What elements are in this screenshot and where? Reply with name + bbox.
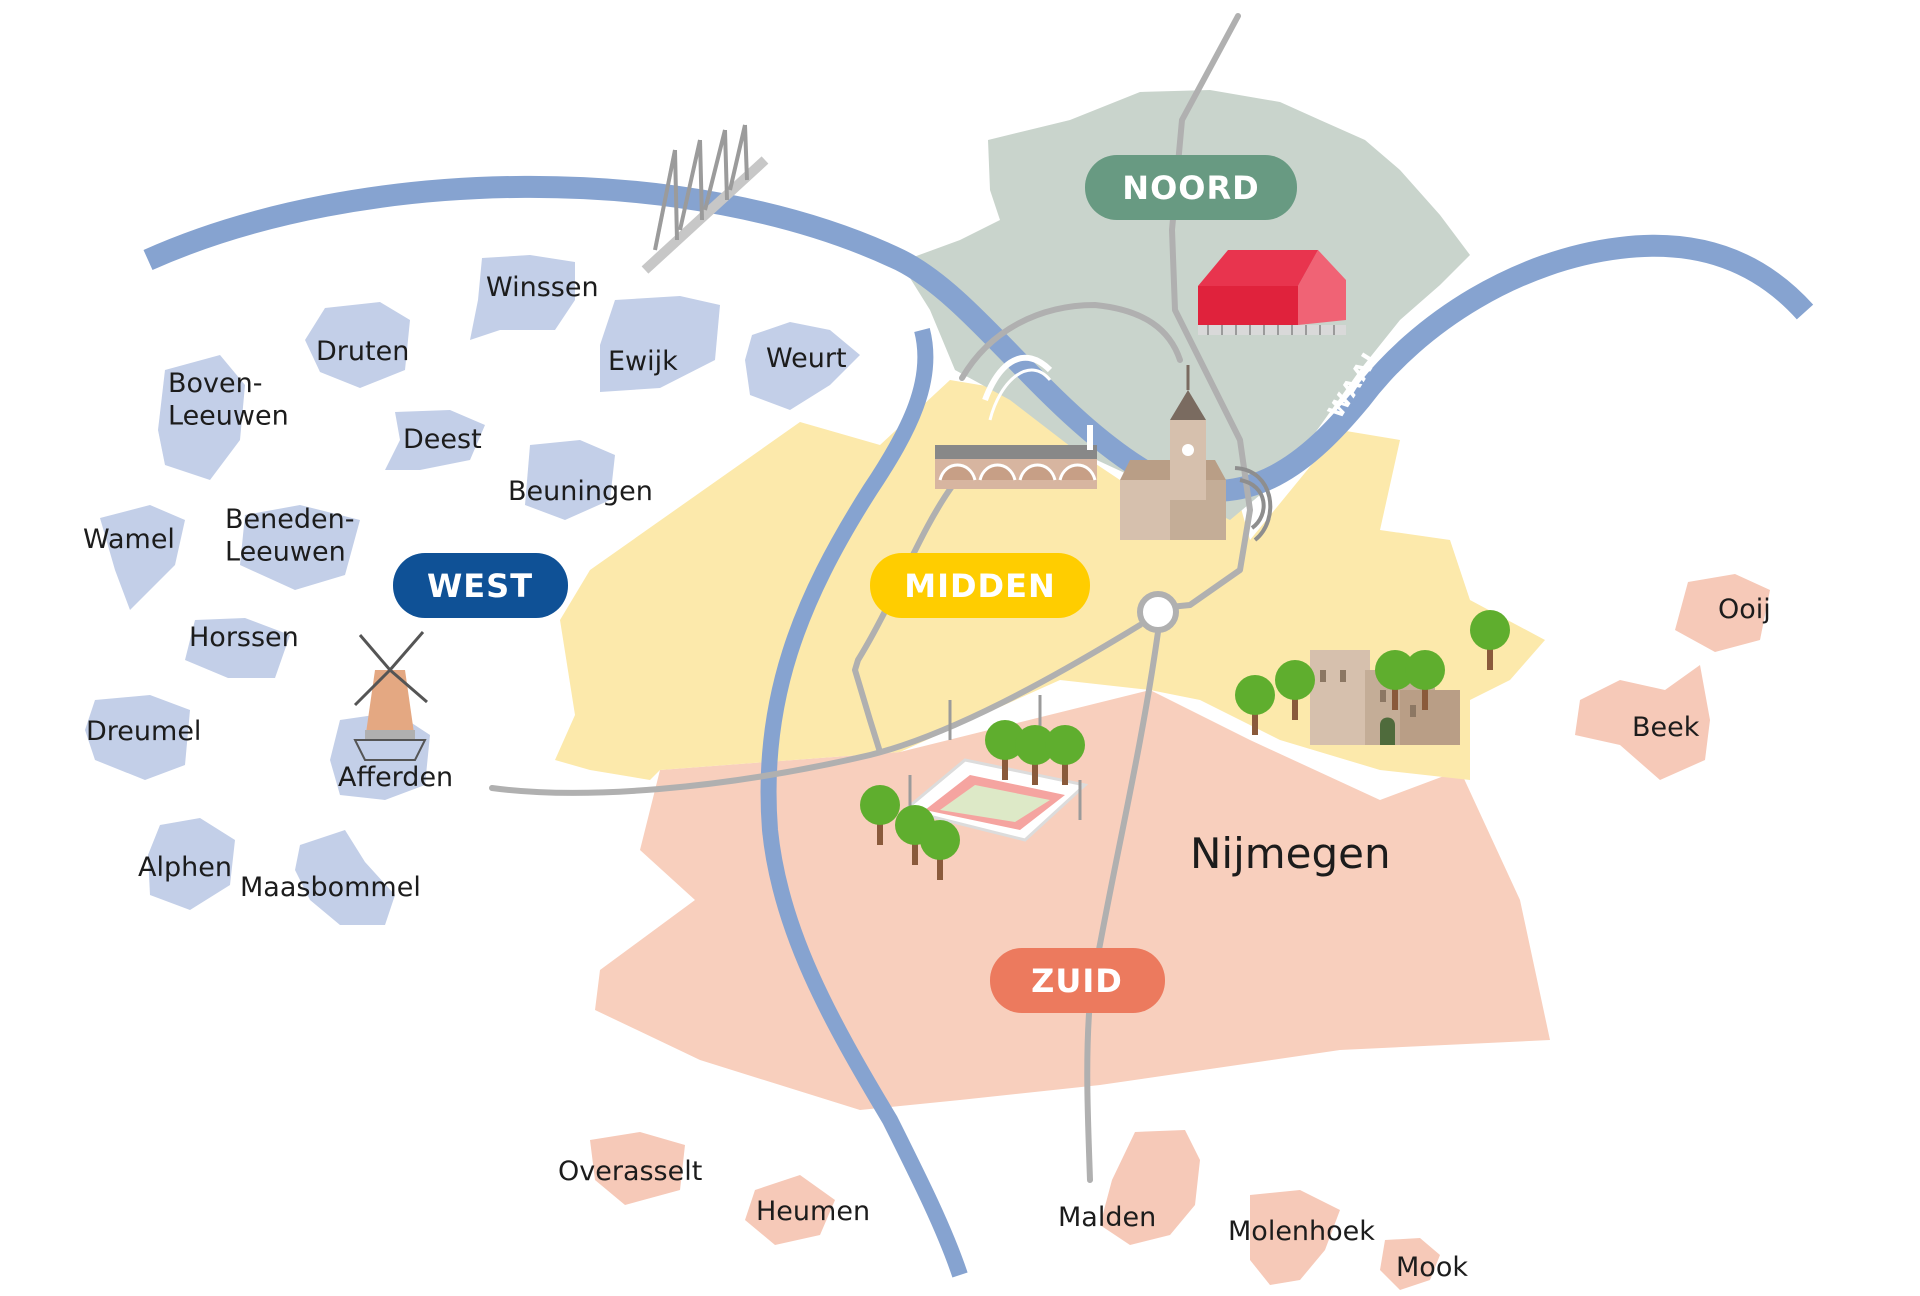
village-label[interactable]: Boven-Leeuwen bbox=[168, 368, 289, 431]
village-label[interactable]: Afferden bbox=[338, 762, 453, 793]
windmill-icon bbox=[353, 631, 428, 761]
church-icon bbox=[1120, 365, 1226, 540]
arena-icon bbox=[1198, 250, 1346, 335]
village-label[interactable]: Dreumel bbox=[86, 716, 201, 747]
district-badge-noord[interactable]: NOORD bbox=[1085, 155, 1297, 220]
village-label[interactable]: Druten bbox=[316, 336, 409, 367]
tree-icon bbox=[1235, 675, 1275, 735]
district-badge-zuid[interactable]: ZUID bbox=[990, 948, 1165, 1013]
village-label[interactable]: Maasbommel bbox=[240, 872, 421, 903]
stadium-icon bbox=[901, 695, 1089, 842]
road-west bbox=[489, 622, 1143, 796]
tree-icon bbox=[920, 820, 960, 880]
village-label[interactable]: Weurt bbox=[766, 343, 847, 374]
district-label-midden: MIDDEN bbox=[904, 567, 1056, 605]
district-label-noord: NOORD bbox=[1122, 169, 1259, 207]
village-label[interactable]: Deest bbox=[403, 424, 482, 455]
village-label[interactable]: Beuningen bbox=[508, 476, 653, 507]
village-label[interactable]: Horssen bbox=[189, 622, 299, 653]
noord-area bbox=[900, 90, 1470, 520]
east-village-labels: Ooij Beek bbox=[1632, 594, 1771, 743]
district-label-zuid: ZUID bbox=[1031, 962, 1123, 1000]
roundabout bbox=[1137, 591, 1179, 633]
tree-icon bbox=[1470, 610, 1510, 670]
canal bbox=[760, 327, 968, 1278]
village-label[interactable]: Molenhoek bbox=[1228, 1216, 1375, 1247]
station-icon bbox=[935, 425, 1097, 489]
city-label: Nijmegen bbox=[1190, 829, 1391, 878]
district-label-west: WEST bbox=[427, 567, 533, 605]
village-label[interactable]: Heumen bbox=[756, 1196, 870, 1227]
castle-icon bbox=[1310, 650, 1460, 745]
district-badge-west[interactable]: WEST bbox=[393, 553, 568, 618]
district-badge-midden[interactable]: MIDDEN bbox=[870, 553, 1090, 618]
village-label[interactable]: Beek bbox=[1632, 712, 1700, 743]
village-label[interactable]: Winssen bbox=[486, 272, 599, 303]
tree-icon bbox=[1045, 725, 1085, 785]
bridge-icon bbox=[641, 124, 769, 274]
village-label-line: Leeuwen bbox=[225, 536, 346, 567]
village-label[interactable]: Overasselt bbox=[558, 1156, 702, 1187]
village-label-line: Leeuwen bbox=[168, 400, 289, 431]
village-label[interactable]: Mook bbox=[1396, 1252, 1468, 1283]
arch-icon bbox=[1234, 466, 1273, 542]
village-label[interactable]: Ewijk bbox=[608, 346, 678, 377]
village-label[interactable]: Beneden-Leeuwen bbox=[225, 504, 354, 567]
arch-bridge-icon bbox=[982, 354, 1053, 421]
village-label-line: Boven- bbox=[168, 368, 263, 399]
tree-icon bbox=[1275, 660, 1315, 720]
trees bbox=[860, 610, 1510, 880]
village-label[interactable]: Alphen bbox=[138, 852, 232, 883]
tree-icon bbox=[1375, 650, 1415, 710]
pink-villages bbox=[590, 574, 1770, 1290]
road-ring bbox=[959, 302, 1183, 381]
village-label[interactable]: Ooij bbox=[1718, 594, 1771, 625]
tree-icon bbox=[985, 720, 1025, 780]
village-label[interactable]: Wamel bbox=[83, 524, 175, 555]
south-village-labels: Overasselt Heumen Malden Molenhoek Mook bbox=[558, 1156, 1468, 1283]
tree-icon bbox=[1015, 725, 1055, 785]
west-village-labels: Winssen Druten Ewijk Weurt Boven-Leeuwen… bbox=[83, 272, 847, 903]
west-villages bbox=[85, 255, 860, 925]
village-label-line: Beneden- bbox=[225, 504, 354, 535]
village-label[interactable]: Malden bbox=[1058, 1202, 1156, 1233]
tree-icon bbox=[1405, 650, 1445, 710]
tree-icon bbox=[860, 785, 900, 845]
